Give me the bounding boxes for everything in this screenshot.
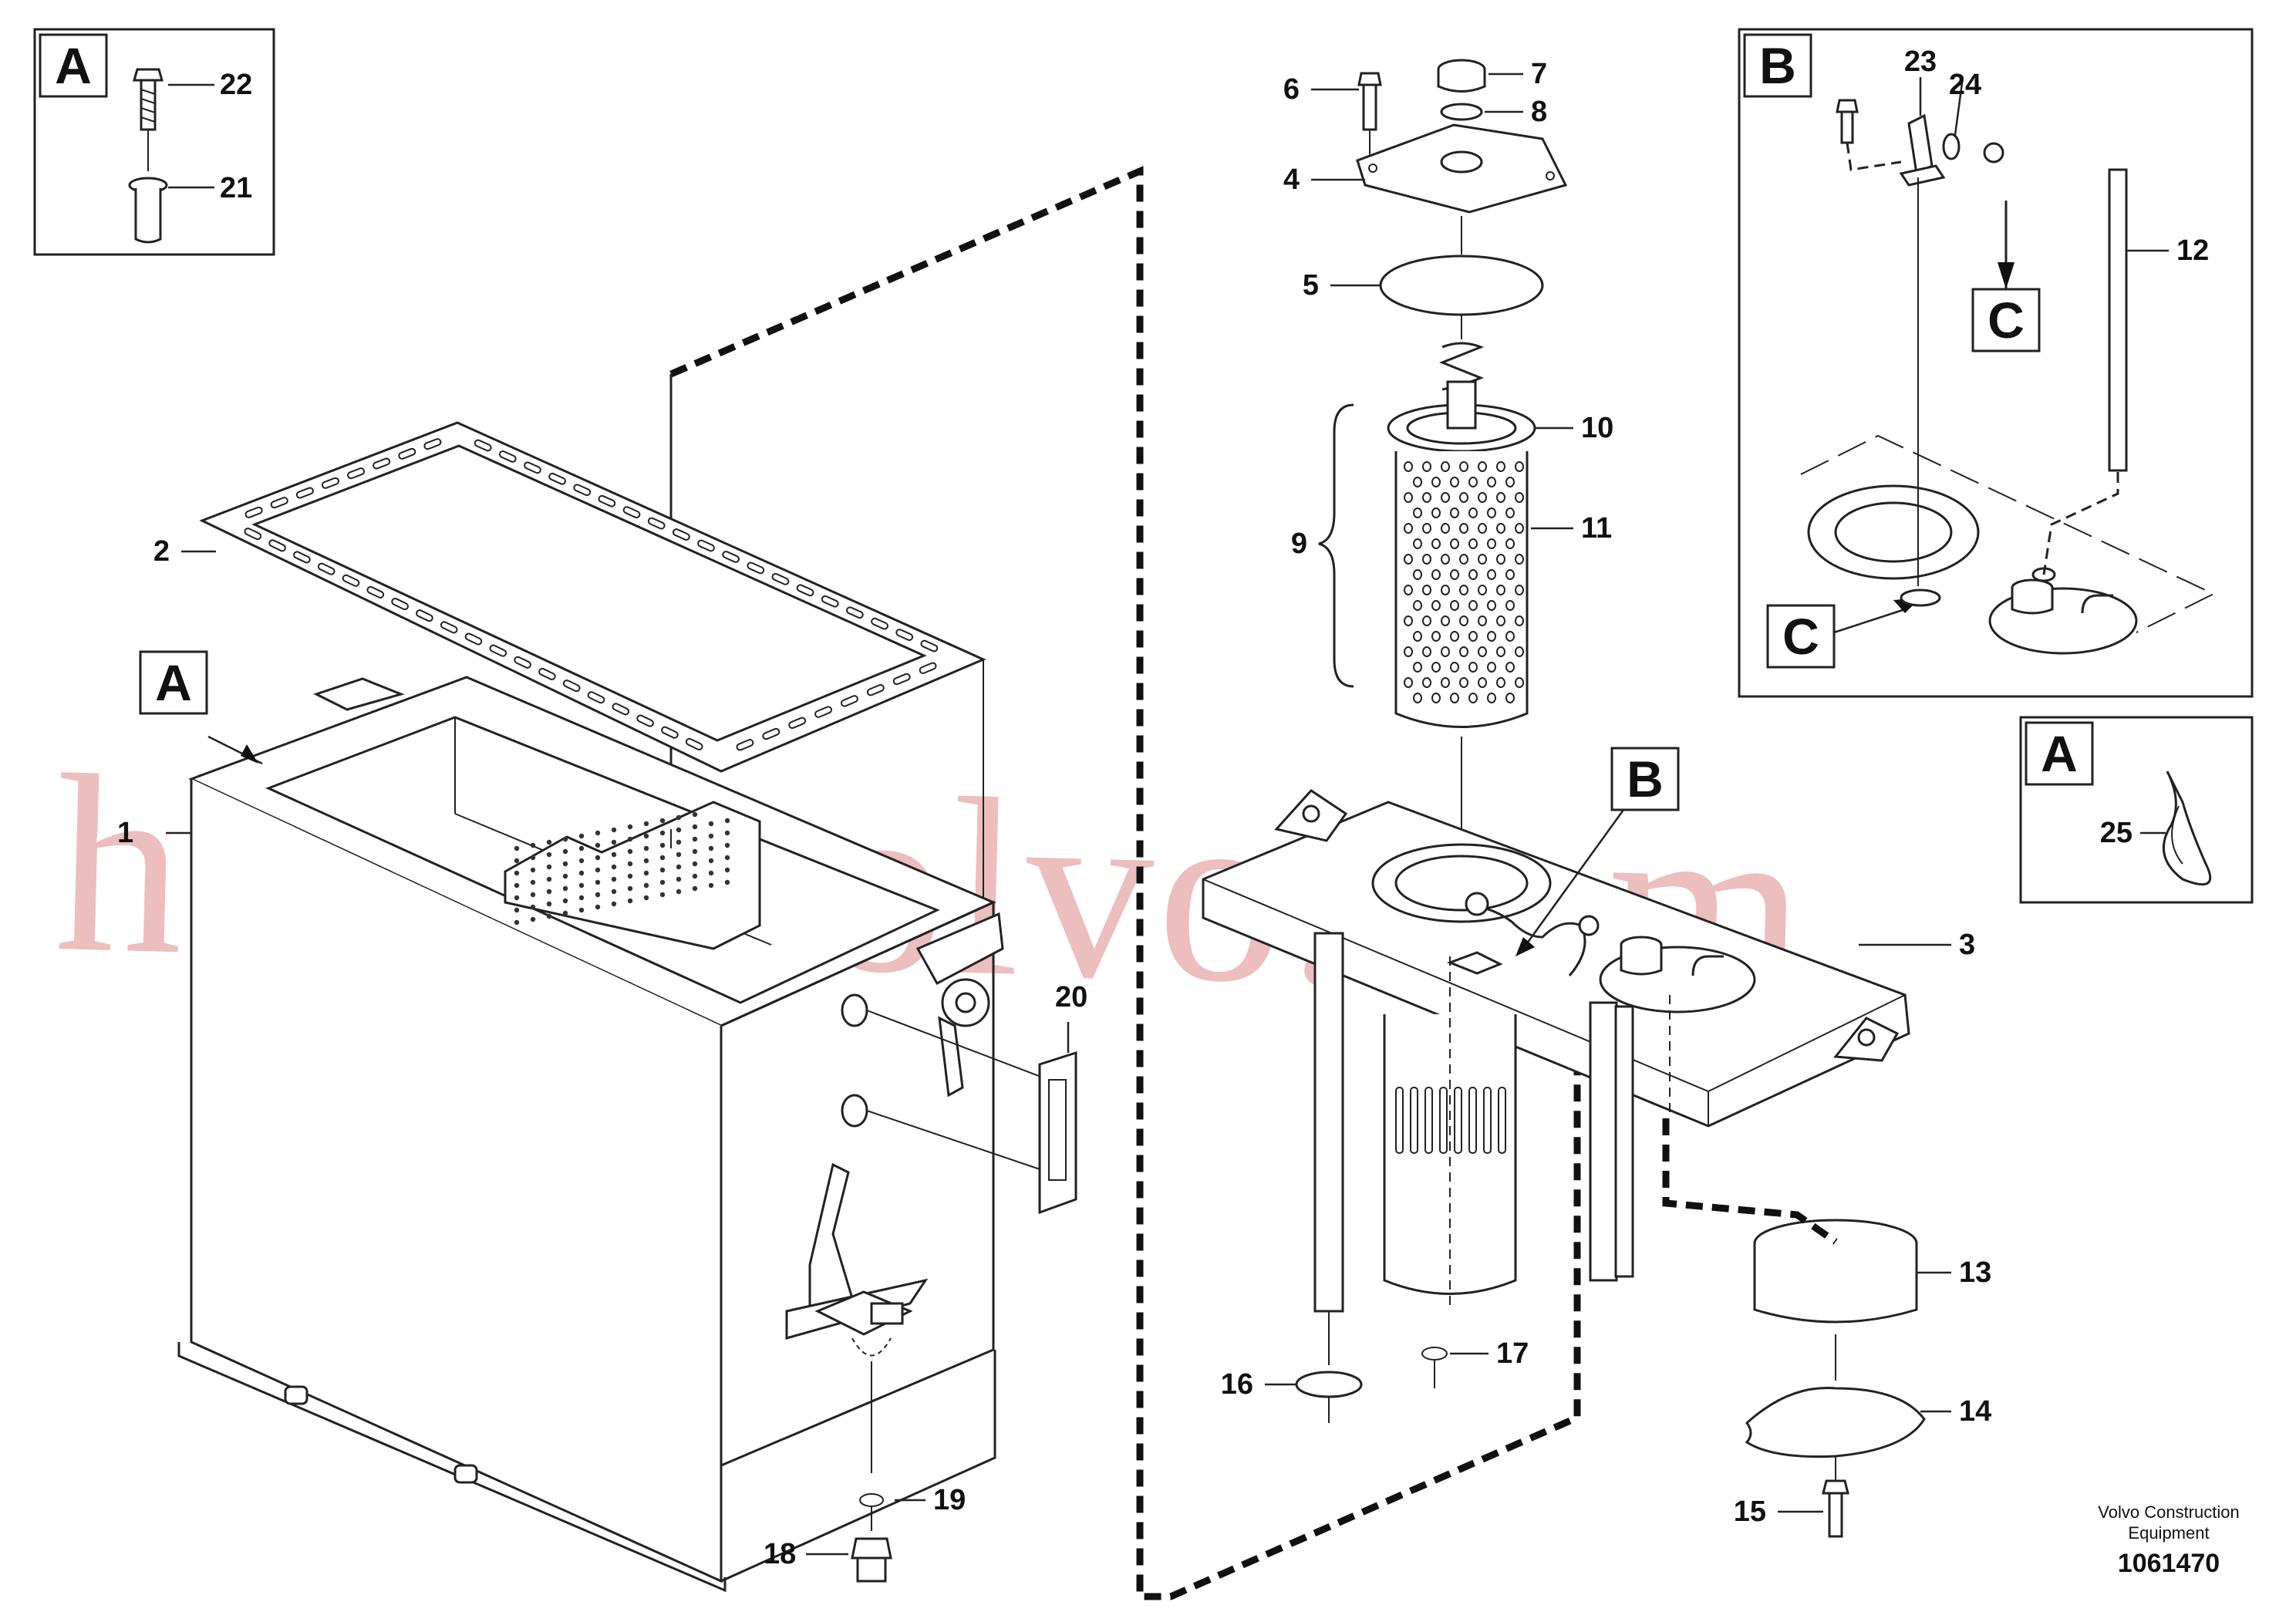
tank-gasket (199, 421, 986, 773)
part-label-20: 20 (1055, 981, 1087, 1013)
part-label-13: 13 (1959, 1256, 1991, 1289)
part-label-15: 15 (1734, 1496, 1766, 1528)
inset-b-c-letter-lower: C (1782, 608, 1819, 665)
inset-b-letter: B (1759, 37, 1796, 94)
credit-line-2: Equipment (2128, 1523, 2209, 1543)
o-rings-16-17 (1265, 1311, 1489, 1423)
inset-b-c-letter-upper: C (1988, 292, 2025, 349)
part-label-24: 24 (1949, 69, 1981, 101)
inset-a-letter: A (55, 37, 92, 94)
drain-plug-and-o-ring (806, 1493, 925, 1583)
part-label-21: 21 (220, 172, 252, 204)
part-label-6: 6 (1283, 73, 1300, 106)
part-label-1: 1 (117, 817, 133, 849)
part-label-25: 25 (2100, 817, 2132, 849)
part-label-23: 23 (1904, 46, 1937, 78)
part-number-labels: 22 21 1 2 20 19 18 6 7 8 4 5 10 11 9 3 1… (117, 46, 2209, 1570)
inset-a-right: A (2019, 716, 2254, 904)
callout-a-main: A (139, 650, 258, 764)
part-label-7: 7 (1531, 58, 1547, 90)
part-label-19: 19 (933, 1484, 966, 1516)
part-label-22: 22 (220, 69, 252, 101)
filter-cover-assembly (1311, 59, 1573, 872)
inset-a-right-letter: A (2041, 725, 2078, 782)
part-label-4: 4 (1283, 164, 1300, 196)
part-label-18: 18 (764, 1538, 796, 1570)
part-label-9: 9 (1291, 528, 1307, 560)
bottom-ring-plate-bolt (1662, 1118, 1951, 1538)
part-label-8: 8 (1531, 96, 1547, 128)
part-label-10: 10 (1581, 412, 1613, 444)
part-label-2: 2 (153, 535, 170, 568)
part-label-5: 5 (1303, 269, 1319, 302)
callout-b-main-letter: B (1627, 750, 1664, 808)
tank-cover-plate (1202, 789, 1951, 1313)
drawing-number: 1061470 (2118, 1549, 2220, 1578)
callout-a-main-letter: A (155, 654, 192, 711)
part-label-16: 16 (1221, 1368, 1253, 1401)
part-label-14: 14 (1959, 1395, 1991, 1428)
inset-a-top-left: A (33, 28, 275, 256)
credit-block: Volvo Construction Equipment 1061470 (2098, 1502, 2239, 1578)
part-label-17: 17 (1496, 1337, 1529, 1370)
part-label-12: 12 (2176, 234, 2209, 267)
hydraulic-tank (166, 550, 1077, 1593)
part-label-11: 11 (1581, 512, 1612, 545)
callout-b-main: B (1515, 747, 1680, 956)
credit-line-1: Volvo Construction (2098, 1502, 2239, 1522)
inset-b-top-right: B C C (1738, 28, 2254, 698)
part-label-3: 3 (1959, 929, 1975, 961)
